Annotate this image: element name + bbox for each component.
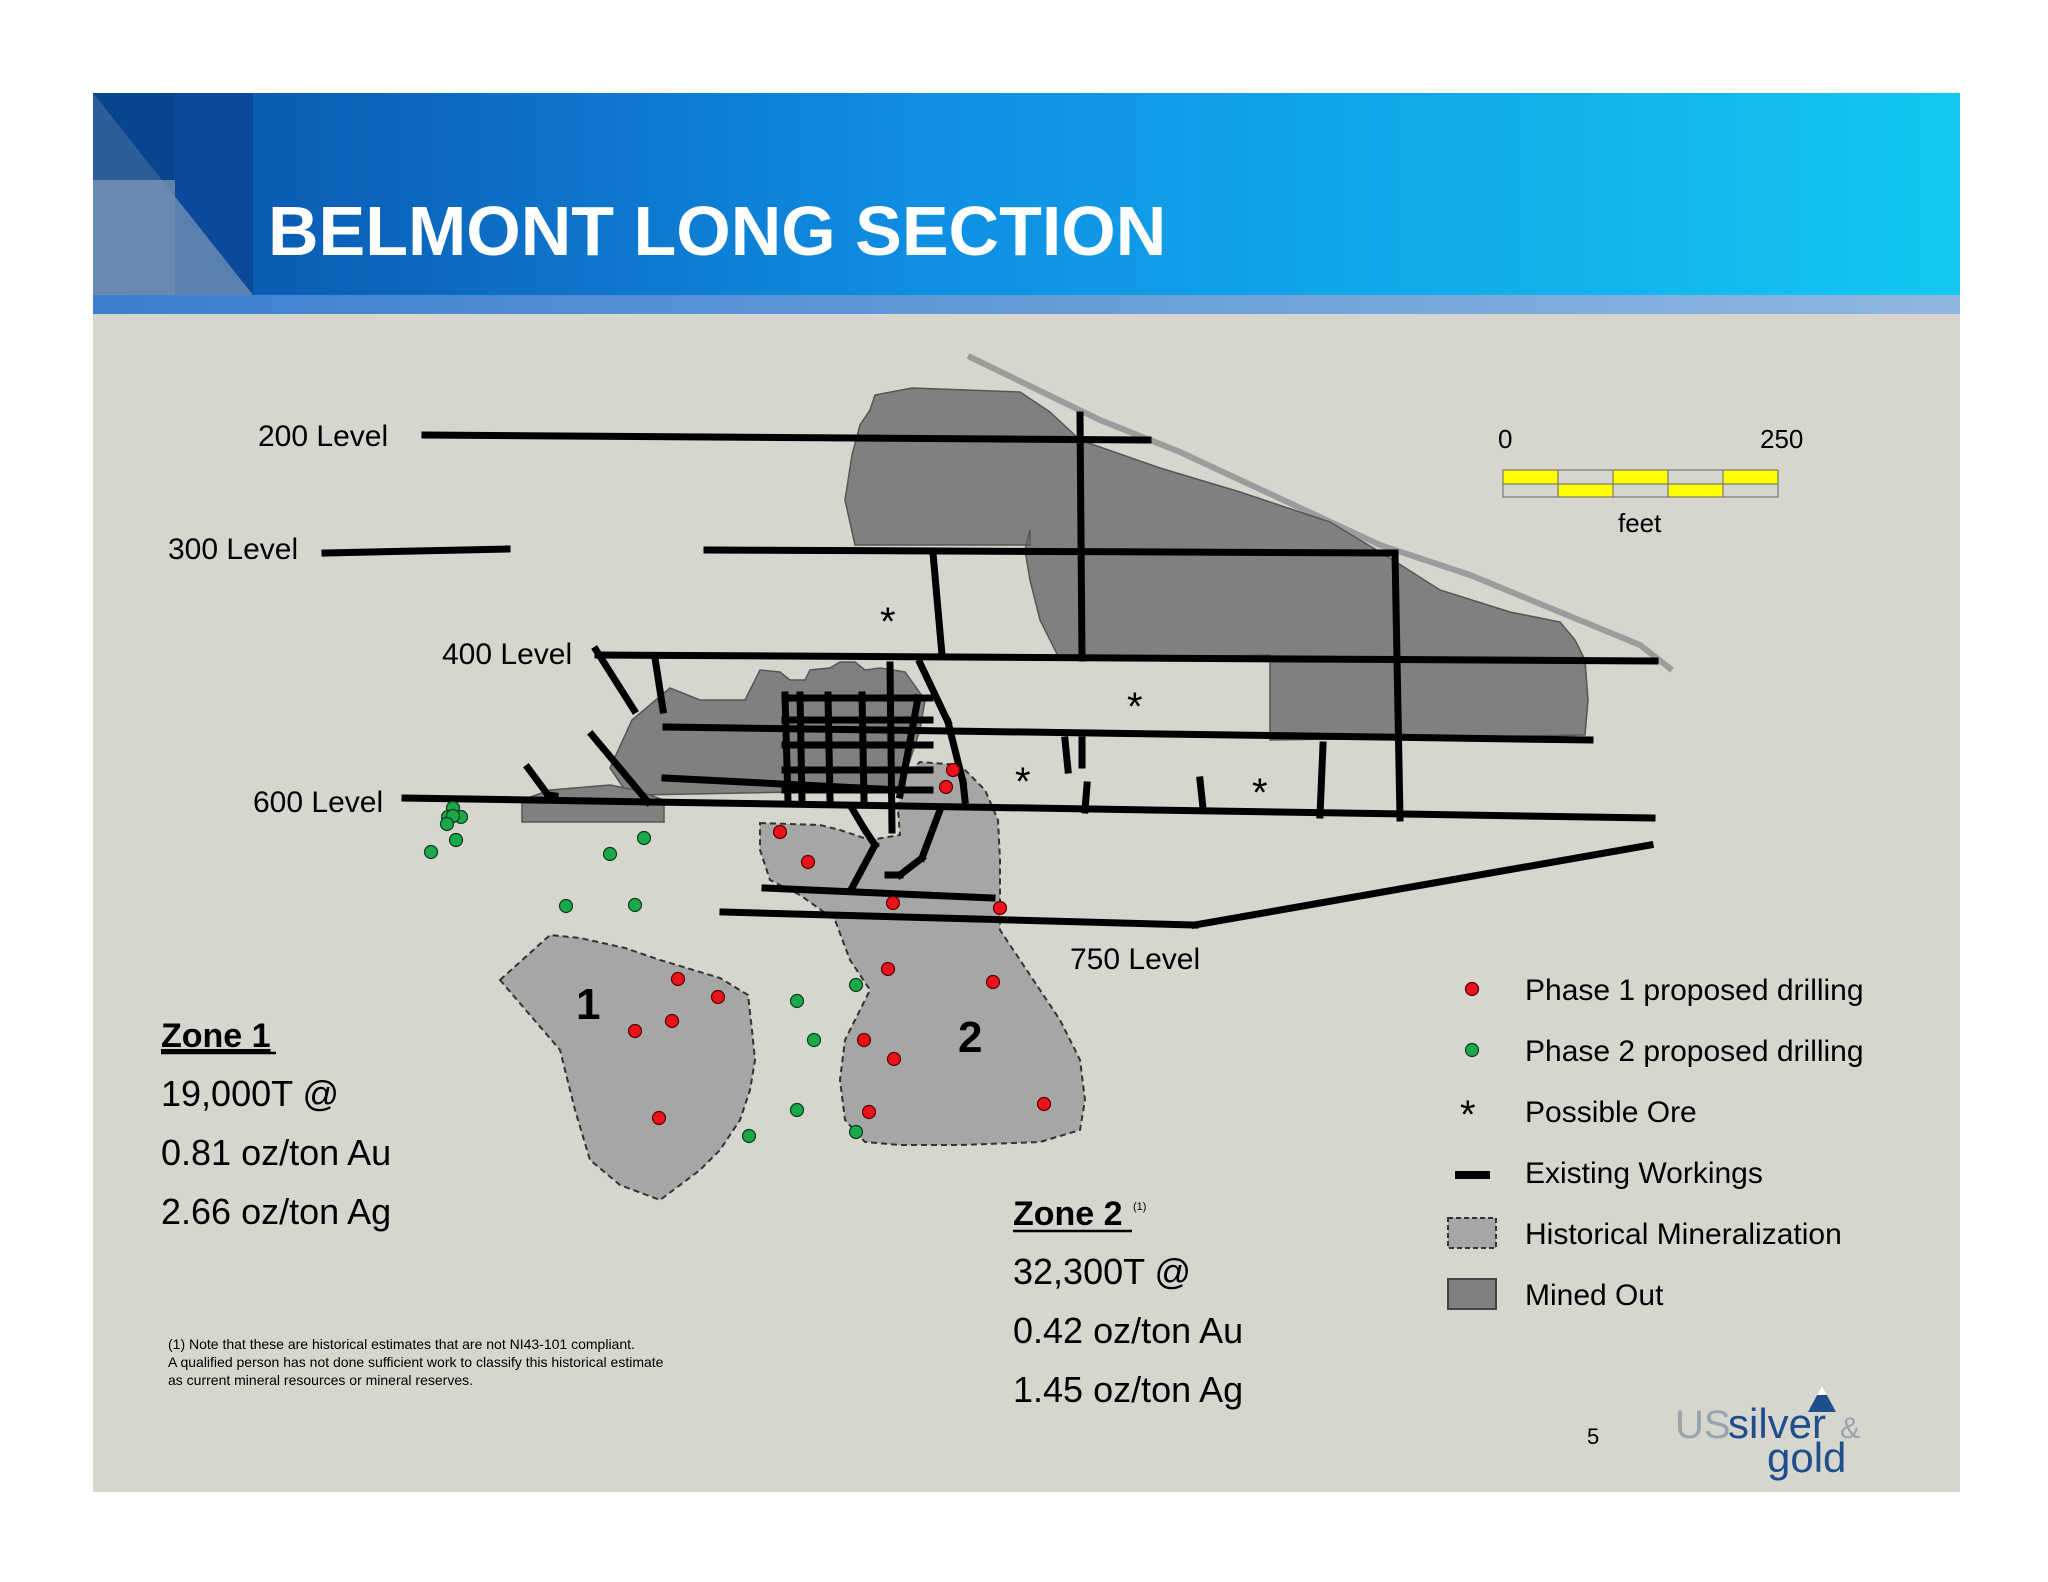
legend-historical-mineralization-label: Historical Mineralization — [1525, 1218, 1842, 1251]
level-label-750: 750 Level — [1070, 943, 1200, 976]
zone1-silver-grade: 2.66 oz/ton Ag — [161, 1191, 391, 1232]
legend-historical-mineralization-swatch — [1447, 1217, 1497, 1249]
scale-bar-unit: feet — [1618, 508, 1662, 538]
footnote: (1) Note that these are historical estim… — [168, 1336, 664, 1388]
scale-bar-max: 250 — [1760, 424, 1803, 454]
phase1-drill-hole — [670, 971, 686, 987]
phase2-drill-hole — [558, 898, 574, 914]
phase1-drill-hole — [885, 895, 901, 911]
phase1-drill-hole — [938, 779, 954, 795]
legend-phase2-label: Phase 2 proposed drilling — [1525, 1035, 1864, 1068]
zone2-gold-grade: 0.42 oz/ton Au — [1013, 1310, 1243, 1351]
phase1-drill-hole — [985, 974, 1001, 990]
phase2-drill-hole — [423, 844, 439, 860]
footnote-line-3: as current mineral resources or mineral … — [168, 1372, 473, 1388]
zone1-summary: Zone 1 19,000T @ 0.81 oz/ton Au 2.66 oz/… — [161, 1017, 391, 1232]
phase1-drill-holes — [627, 762, 1052, 1126]
possible-ore-marker: * — [1252, 771, 1268, 815]
company-logo: US silver & gold — [1675, 1386, 1860, 1481]
legend-phase2-swatch — [1464, 1042, 1480, 1058]
phase1-drill-hole — [1036, 1096, 1052, 1112]
legend-existing-workings-label: Existing Workings — [1525, 1157, 1763, 1190]
phase2-drill-hole — [602, 846, 618, 862]
phase2-drill-hole — [439, 816, 455, 832]
phase1-drill-hole — [861, 1104, 877, 1120]
phase2-drill-hole — [636, 830, 652, 846]
phase2-drill-hole — [806, 1032, 822, 1048]
level-label-200: 200 Level — [258, 420, 388, 453]
phase1-drill-hole — [800, 854, 816, 870]
possible-ore-markers: * * * * — [880, 600, 1268, 815]
phase2-drill-holes — [423, 800, 864, 1144]
logo-gold: gold — [1767, 1434, 1846, 1481]
existing-workings — [321, 411, 1659, 930]
footnote-line-1: (1) Note that these are historical estim… — [168, 1336, 635, 1352]
possible-ore-marker: * — [880, 600, 896, 644]
legend-mined-out-label: Mined Out — [1525, 1279, 1664, 1312]
zone2-heading: Zone 2 — [1013, 1195, 1123, 1233]
zone1-heading: Zone 1 — [161, 1017, 271, 1055]
footnote-line-2: A qualified person has not done sufficie… — [168, 1354, 664, 1370]
level-labels: 200 Level 300 Level 400 Level 600 Level … — [168, 420, 1200, 976]
phase1-drill-hole — [710, 989, 726, 1005]
header-banner: BELMONT LONG SECTION — [93, 93, 1960, 314]
phase1-drill-hole — [886, 1051, 902, 1067]
phase2-drill-hole — [741, 1128, 757, 1144]
phase1-drill-hole — [664, 1013, 680, 1029]
phase2-drill-hole — [789, 993, 805, 1009]
phase1-drill-hole — [772, 824, 788, 840]
legend-phase1-swatch — [1464, 981, 1480, 997]
logo-silver: silver — [1728, 1400, 1826, 1447]
scale-bar: 0 250 feet — [1498, 424, 1803, 538]
zone1-tonnage: 19,000T @ — [161, 1073, 339, 1114]
level-label-600: 600 Level — [253, 786, 383, 819]
page-title: BELMONT LONG SECTION — [268, 192, 1166, 270]
logo-us: US — [1675, 1403, 1731, 1447]
phase1-drill-hole — [992, 900, 1008, 916]
phase2-drill-hole — [448, 832, 464, 848]
page-number: 5 — [1587, 1424, 1599, 1449]
legend-possible-ore-label: Possible Ore — [1525, 1096, 1697, 1129]
logo-ampersand: & — [1840, 1412, 1860, 1445]
scale-bar-min: 0 — [1498, 424, 1512, 454]
phase2-drill-hole — [848, 1124, 864, 1140]
legend-possible-ore-swatch: * — [1460, 1093, 1476, 1137]
zone2-silver-grade: 1.45 oz/ton Ag — [1013, 1369, 1243, 1410]
zone2-footnote-ref: (1) — [1133, 1201, 1146, 1213]
zone2-tonnage: 32,300T @ — [1013, 1251, 1191, 1292]
possible-ore-marker: * — [1127, 685, 1143, 729]
zone2-marker: 2 — [958, 1013, 982, 1062]
mountain-icon — [1808, 1386, 1836, 1412]
phase1-drill-hole — [856, 1032, 872, 1048]
phase1-drill-hole — [627, 1023, 643, 1039]
phase2-drill-hole — [848, 977, 864, 993]
level-label-300: 300 Level — [168, 533, 298, 566]
phase1-drill-hole — [651, 1110, 667, 1126]
legend-existing-workings-swatch — [1455, 1171, 1490, 1179]
zone1-marker: 1 — [576, 980, 600, 1029]
level-label-400: 400 Level — [442, 638, 572, 671]
legend: Phase 1 proposed drilling Phase 2 propos… — [1447, 974, 1864, 1312]
phase1-drill-hole — [945, 762, 961, 778]
phase1-drill-hole — [880, 961, 896, 977]
zone2-summary: Zone 2 (1) 32,300T @ 0.42 oz/ton Au 1.45… — [1013, 1195, 1243, 1410]
surface-line — [966, 353, 1674, 673]
zone1-gold-grade: 0.81 oz/ton Au — [161, 1132, 391, 1173]
legend-mined-out-swatch — [1447, 1278, 1497, 1310]
legend-phase1-label: Phase 1 proposed drilling — [1525, 974, 1864, 1007]
possible-ore-marker: * — [1015, 760, 1031, 804]
phase2-drill-hole — [627, 897, 643, 913]
phase2-drill-hole — [789, 1102, 805, 1118]
